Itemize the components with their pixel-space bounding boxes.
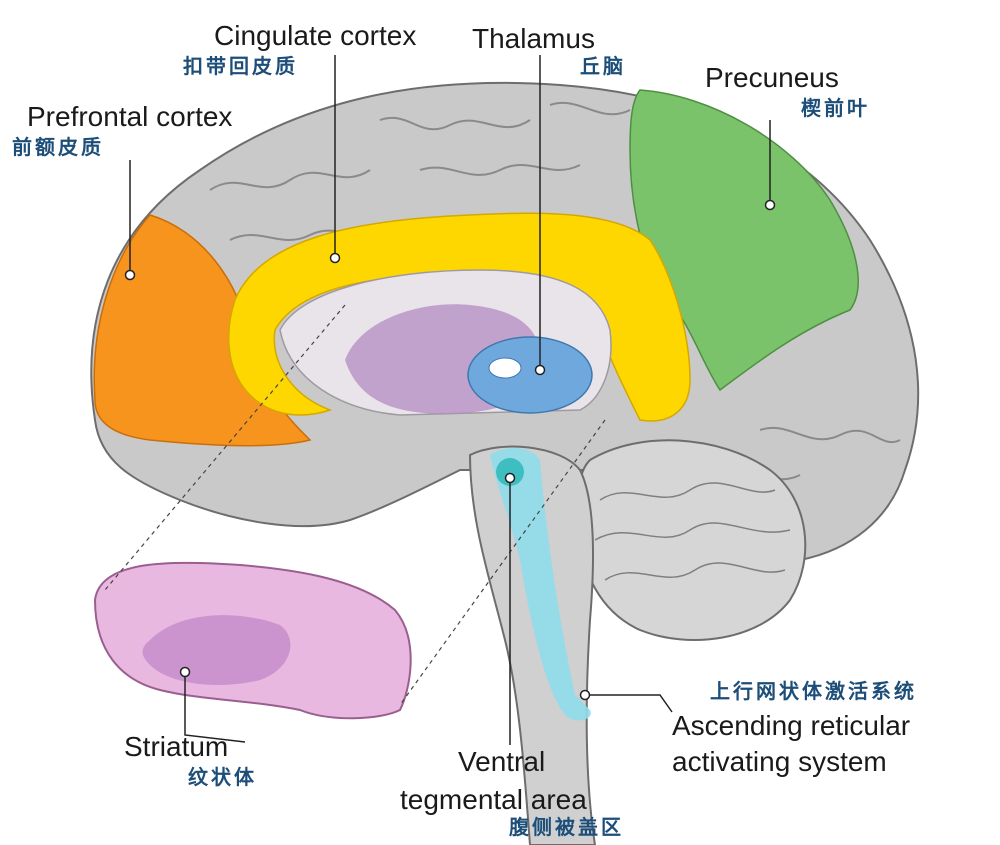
prefrontal-label-en: Prefrontal cortex [27,101,233,132]
aras-label-zh: 上行网状体激活系统 [710,681,917,703]
aras-label-en-line2: activating system [672,746,887,777]
cerebellum-folia [594,482,791,581]
thalamus-hole [488,357,522,379]
striatum-body [142,615,291,685]
precuneus-label-zh: 楔前叶 [801,98,870,120]
cerebellum [578,439,807,641]
striatum-label-zh: 纹状体 [188,767,257,789]
vta-region [496,458,524,486]
vta-label-en-line1: Ventral [458,746,546,777]
thalamus-label-en: Thalamus [472,23,595,54]
aras-label-en-line1: Ascending reticular [672,710,911,741]
cingulate-label-en: Cingulate cortex [214,20,417,51]
striatum-label-en: Striatum [124,731,229,762]
thalamus-label-zh: 丘脑 [580,56,626,78]
precuneus-region [629,89,859,392]
precuneus-label-en: Precuneus [705,62,839,93]
prefrontal-label-zh: 前额皮质 [12,137,104,159]
zoom-lines [104,304,606,706]
vta-label-en-line2: tegmental area [400,784,587,815]
aras-region [490,448,591,721]
leader-dots [124,199,776,701]
cingulate-label-zh: 扣带回皮质 [183,56,298,78]
vta-label-zh: 腹侧被盖区 [509,817,624,839]
leader-lines [129,55,771,745]
brainstem [468,445,597,845]
thalamus-region [467,336,593,414]
